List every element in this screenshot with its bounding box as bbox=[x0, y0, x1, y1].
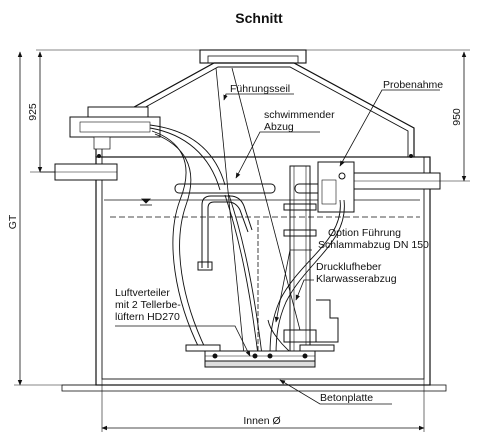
label-druck-2: Klarwasserabzug bbox=[316, 273, 397, 285]
guide-rope bbox=[215, 67, 301, 360]
label-option-1: Option Führung bbox=[328, 227, 401, 239]
tank bbox=[61, 49, 447, 392]
dim-950: 950 bbox=[451, 108, 463, 126]
dim-925: 925 bbox=[27, 103, 39, 121]
label-luft-3: lüftern HD270 bbox=[115, 311, 180, 323]
floating-outlet-pipe bbox=[197, 195, 253, 271]
dim-gt: GT bbox=[7, 214, 19, 229]
label-luft-2: mit 2 Tellerbe- bbox=[115, 299, 181, 311]
label-luft-1: Luftverteiler bbox=[115, 287, 170, 299]
label-innen: Innen Ø bbox=[243, 415, 280, 427]
label-druck-1: Drucklufheber bbox=[316, 261, 382, 273]
label-fuehrungsseil: Führungsseil bbox=[230, 83, 290, 95]
float-bar bbox=[174, 183, 341, 194]
wall-markers bbox=[97, 154, 413, 158]
label-betonplatte: Betonplatte bbox=[320, 392, 373, 404]
diffusers bbox=[185, 344, 335, 368]
outlet-pipe bbox=[339, 172, 441, 190]
control-unit bbox=[69, 106, 161, 150]
label-probenahme: Probenahme bbox=[383, 79, 443, 91]
water-level bbox=[104, 198, 420, 218]
label-schwimmender-1: schwimmender bbox=[264, 109, 335, 121]
dimensions bbox=[14, 49, 470, 432]
sample-unit bbox=[317, 161, 355, 213]
label-schwimmender-2: Abzug bbox=[264, 121, 294, 133]
label-option-2: Schlammabzug DN 150 bbox=[318, 239, 429, 251]
drawing-title: Schnitt bbox=[235, 10, 283, 26]
air-hoses bbox=[149, 124, 345, 361]
leader-lines bbox=[115, 89, 440, 405]
